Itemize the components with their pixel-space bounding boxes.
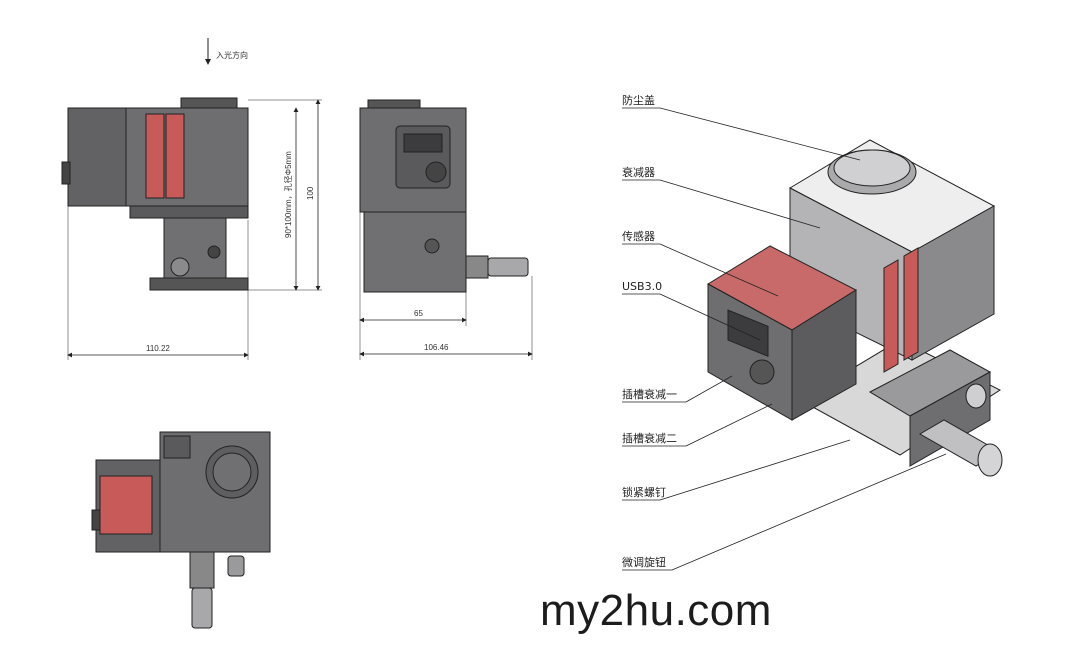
- callout-usb: USB3.0: [622, 280, 662, 293]
- front-height-dim: 100: [306, 186, 315, 200]
- callout-attenuator: 衰减器: [622, 165, 655, 179]
- side-width-dim: 106.46: [424, 343, 449, 352]
- callout-dust-cap: 防尘盖: [622, 93, 655, 107]
- callouts: 防尘盖 衰减器 传感器 USB3.0 插槽衰减一 插槽衰减二 锁紧螺钉 微调旋钮: [622, 93, 947, 571]
- front-height-note: 90*100mm，孔径Φ5mm: [283, 151, 293, 238]
- callout-locking-screw: 锁紧螺钉: [622, 485, 666, 499]
- callout-sensor: 传感器: [622, 230, 655, 243]
- isometric-view: [707, 139, 1003, 477]
- top-view: [91, 431, 271, 629]
- callout-slot-attenuator-1: 插槽衰减一: [622, 387, 677, 401]
- callout-fine-knob: 微调旋钮: [622, 555, 666, 569]
- side-view: 65 106.46: [359, 99, 533, 360]
- callout-slot-attenuator-2: 插槽衰减二: [622, 431, 677, 445]
- front-view: 入光方向 90*100mm，孔径Φ5mm 100 110.22: [61, 38, 322, 360]
- light-direction-label: 入光方向: [216, 50, 248, 60]
- front-width-dim: 110.22: [146, 344, 170, 353]
- watermark: my2hu.com: [540, 586, 772, 635]
- side-base-dim: 65: [414, 309, 423, 318]
